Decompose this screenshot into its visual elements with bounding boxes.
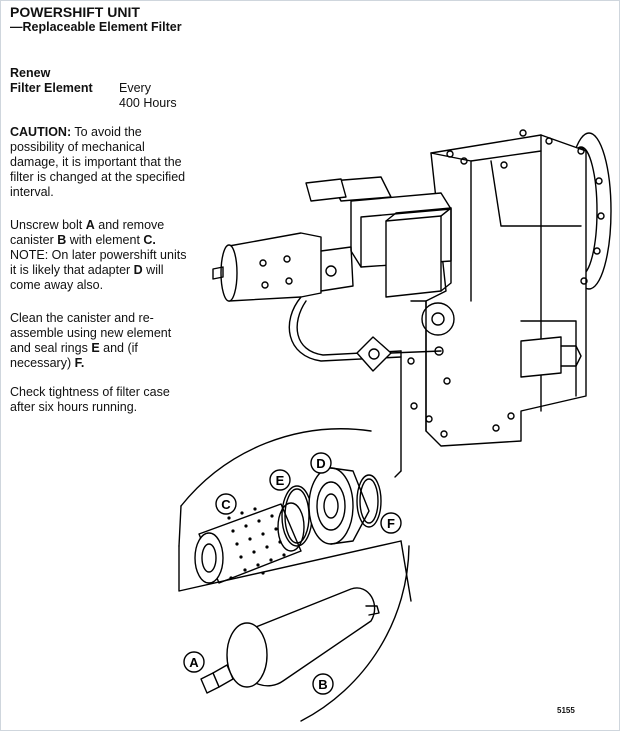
callout-f: F <box>380 512 402 534</box>
step1-text-5: will come away also. <box>10 263 164 292</box>
interval-every: Every <box>119 81 151 95</box>
caution-paragraph: CAUTION: To avoid the possibility of mec… <box>10 125 188 200</box>
svg-text:F: F <box>387 516 395 531</box>
callout-a: A <box>183 651 205 673</box>
caution-text: To avoid the possibility of mechanical d… <box>10 125 186 199</box>
ref-a: A <box>85 218 95 232</box>
callout-e: E <box>269 469 291 491</box>
step-unscrew-paragraph: Unscrew bolt A and remove canister B wit… <box>10 218 188 293</box>
callout-b: B <box>312 673 334 695</box>
powershift-unit-drawing <box>212 129 612 478</box>
callout-labels: A B C D E F <box>183 452 402 695</box>
step2-text-2: and (if necessary) <box>10 341 138 370</box>
exploded-filter-view <box>178 428 412 722</box>
step-check-paragraph: Check tightness of filter case after six… <box>10 385 170 414</box>
svg-text:E: E <box>276 473 285 488</box>
ref-b: B <box>57 233 67 247</box>
step1-text-1: Unscrew bolt <box>10 218 86 232</box>
step1-text-3: with element <box>66 233 144 247</box>
callout-d: D <box>310 452 332 474</box>
ref-e: E <box>91 341 100 355</box>
figure-number: 5155 <box>557 706 575 715</box>
step1-text-2: and remove canister <box>10 218 165 247</box>
ref-c: C. <box>143 233 156 247</box>
ref-d: D <box>133 263 143 277</box>
caution-label: CAUTION: <box>10 125 72 139</box>
step-clean-paragraph: Clean the canister and re-assemble using… <box>10 311 188 371</box>
ref-f: F. <box>74 356 85 370</box>
page-subtitle: —Replaceable Element Filter <box>10 20 182 34</box>
svg-text:A: A <box>189 655 199 670</box>
interval-hours: 400 Hours <box>119 96 177 110</box>
filter-element-label: Filter Element <box>10 81 93 95</box>
page-title: POWERSHIFT UNIT <box>10 4 140 20</box>
svg-text:B: B <box>318 677 327 692</box>
callout-c: C <box>215 493 237 515</box>
step2-text-1: Clean the canister and re-assemble using… <box>10 311 172 355</box>
svg-text:D: D <box>316 456 325 471</box>
svg-text:C: C <box>221 497 231 512</box>
renew-heading: Renew <box>10 66 51 80</box>
step1-text-4: NOTE: On later powershift units it is li… <box>10 248 187 277</box>
